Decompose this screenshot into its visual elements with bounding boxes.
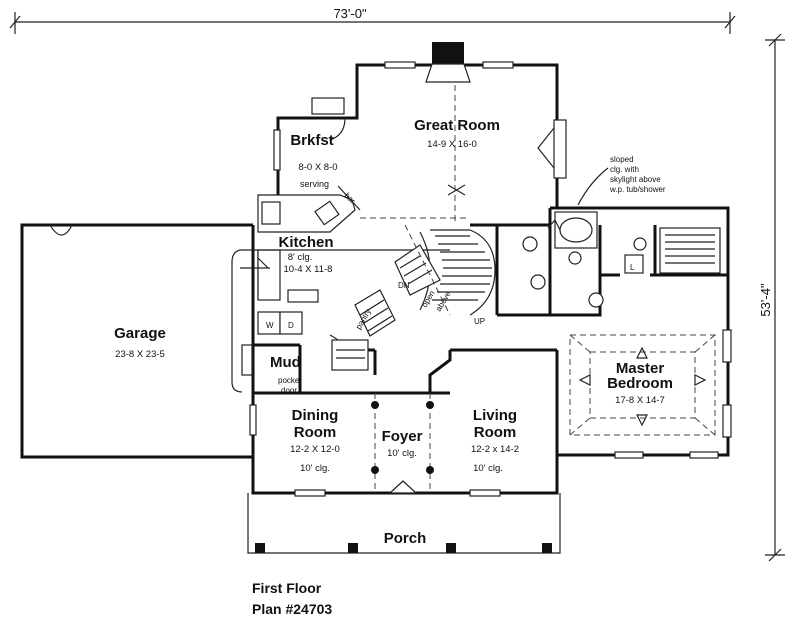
chimney xyxy=(432,42,464,64)
porch-name: Porch xyxy=(384,530,427,547)
great-room-size: 14-9 X 16-0 xyxy=(427,139,477,150)
master-bedroom-name-2: Bedroom xyxy=(607,375,673,392)
foyer-columns xyxy=(371,393,434,493)
garage-size: 23-8 X 23-5 xyxy=(115,349,165,360)
kitchen-door-swing xyxy=(240,257,270,269)
dining-room-name-2: Room xyxy=(294,424,337,441)
front-windows xyxy=(249,404,501,497)
kitchen-counters xyxy=(257,185,361,303)
staircase xyxy=(394,224,496,316)
brkfst-door xyxy=(329,117,346,141)
caption-floor: First Floor xyxy=(252,580,322,596)
washer-label: W xyxy=(266,321,274,330)
living-room-size: 12-2 x 14-2 xyxy=(471,444,519,455)
brkfst-window-seat xyxy=(311,97,345,115)
mud-name: Mud xyxy=(270,354,301,371)
skylight-note-1: sloped xyxy=(610,155,634,164)
skylight-note-3: skylight above xyxy=(610,175,661,184)
dining-room-name-1: Dining xyxy=(292,407,339,424)
pocket-door-label-1: pocket xyxy=(278,376,302,385)
caption-plan: Plan #24703 xyxy=(252,601,332,617)
depth-dimension-line xyxy=(765,33,785,562)
pantry-shelves xyxy=(354,289,396,337)
ceiling-fan-icon xyxy=(447,184,466,196)
porch xyxy=(247,493,561,554)
width-dimension-line xyxy=(9,12,736,34)
front-door xyxy=(388,480,418,494)
dryer xyxy=(279,311,303,335)
great-room-name: Great Room xyxy=(414,117,500,134)
garage-door-swing xyxy=(49,224,73,236)
living-room-name-2: Room xyxy=(474,424,517,441)
kitchen-size: 10-4 X 11-8 xyxy=(284,264,333,275)
foyer-ceiling: 10' clg. xyxy=(387,448,417,459)
stairs-up-label: UP xyxy=(474,317,485,326)
stairs-down-label: DN xyxy=(398,281,410,290)
brkfst-size: 8-0 X 8-0 xyxy=(298,162,337,173)
open-above-label-1: open xyxy=(420,289,437,309)
open-above-label-2: above xyxy=(434,289,453,313)
skylight-note-4: w.p. tub/shower xyxy=(609,185,666,194)
depth-dimension: 53'-4" xyxy=(758,283,773,317)
garage-name: Garage xyxy=(114,325,166,342)
mud-closet xyxy=(331,339,369,371)
brkfst-window xyxy=(273,129,281,171)
garage-window xyxy=(241,344,253,376)
dryer-label: D xyxy=(288,321,294,330)
bath-fixtures xyxy=(522,211,721,308)
great-room-windows xyxy=(384,61,567,179)
master-bedroom-size: 17-8 X 14-7 xyxy=(615,395,665,406)
linen-label: L xyxy=(630,263,635,272)
master-arrows xyxy=(578,346,707,427)
kitchen-name: Kitchen xyxy=(278,234,333,251)
tray-ceiling xyxy=(569,329,732,459)
brkfst-name: Brkfst xyxy=(290,132,333,149)
skylight-note-2: clg. with xyxy=(610,165,639,174)
dining-room-ceiling: 10' clg. xyxy=(300,463,330,474)
skylight-pointer xyxy=(577,167,609,206)
living-room-name-1: Living xyxy=(473,407,517,424)
width-dimension: 73'-0" xyxy=(333,6,367,21)
kitchen-ceiling: 8' clg. xyxy=(288,252,313,263)
dining-room-size: 12-2 X 12-0 xyxy=(290,444,340,455)
foyer-name: Foyer xyxy=(382,428,423,445)
serving-label: serving xyxy=(300,179,329,189)
fireplace xyxy=(425,63,471,83)
master-bedroom-name-1: Master xyxy=(616,360,665,377)
living-room-ceiling: 10' clg. xyxy=(473,463,503,474)
pocket-door-label-2: door xyxy=(281,386,297,395)
